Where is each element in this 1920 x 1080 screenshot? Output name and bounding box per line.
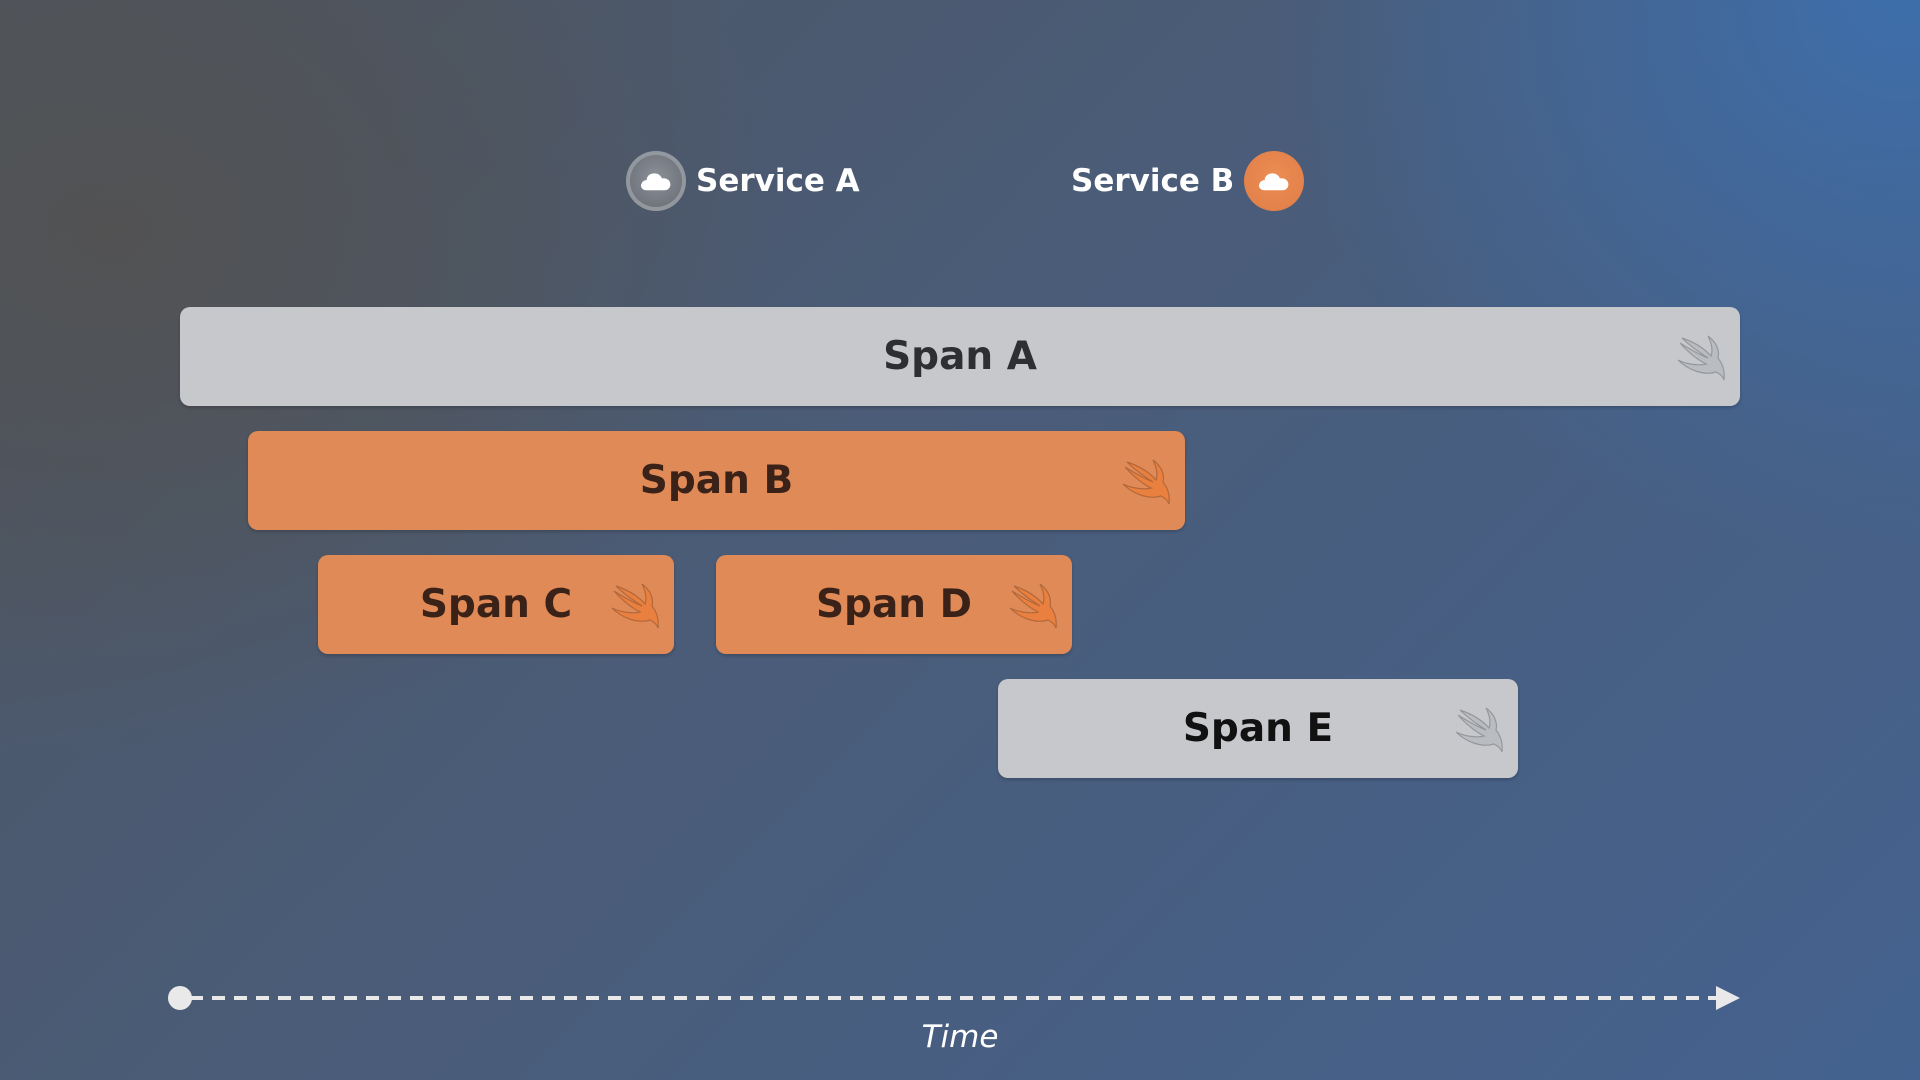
time-axis-label: Time xyxy=(921,1019,999,1055)
time-axis-start-dot xyxy=(168,986,192,1010)
span-a-label: Span A xyxy=(883,334,1037,379)
span-c[interactable]: Span C xyxy=(318,555,674,654)
span-d-label: Span D xyxy=(815,582,973,627)
span-b[interactable]: Span B xyxy=(248,431,1185,530)
span-c-label: Span C xyxy=(419,582,573,627)
service-a-label: Service A xyxy=(696,163,860,199)
span-d[interactable]: Span D xyxy=(716,555,1072,654)
service-a-badge xyxy=(626,151,686,211)
service-b-badge xyxy=(1244,151,1305,211)
span-a[interactable]: Span A xyxy=(180,307,1740,406)
span-b-label: Span B xyxy=(639,458,794,503)
legend-service-a: Service A xyxy=(626,151,870,211)
legend-service-b: Service B xyxy=(1061,151,1305,211)
time-axis-arrowhead xyxy=(1716,986,1740,1010)
service-b-label: Service B xyxy=(1071,163,1235,199)
span-e[interactable]: Span E xyxy=(998,679,1518,778)
span-e-label: Span E xyxy=(1182,706,1334,751)
